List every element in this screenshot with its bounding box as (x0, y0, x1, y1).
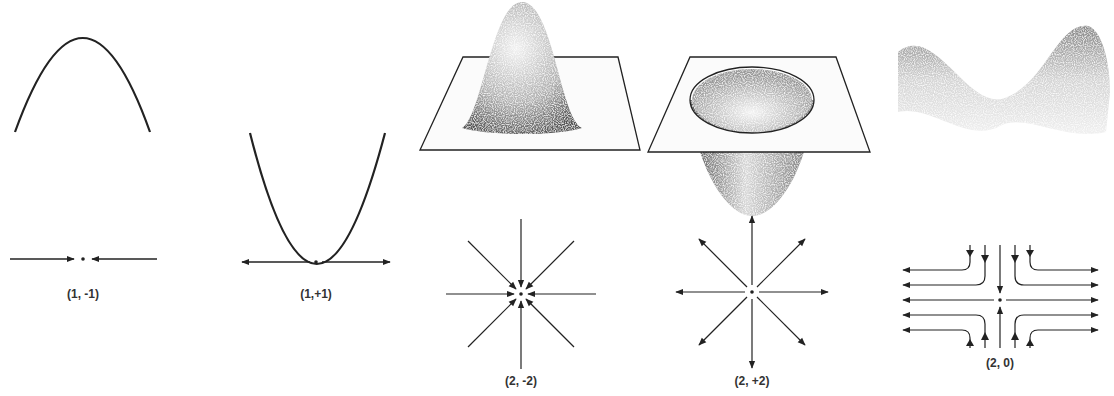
index-label: (1,+1) (298, 287, 334, 301)
saddle-flow-heads (966, 250, 1034, 346)
plane (648, 57, 870, 152)
critical-point (519, 292, 523, 296)
saddle-flow (903, 245, 1098, 348)
hump-surface (462, 2, 582, 134)
flow-arrow (92, 258, 157, 259)
bowl-inner (692, 69, 812, 131)
diverging-arrows (676, 216, 828, 368)
critical-point (998, 298, 1002, 302)
critical-point (750, 290, 754, 294)
saddle-surface (898, 26, 1110, 134)
flow-arrow (322, 261, 390, 262)
max-curve (15, 38, 150, 132)
index-label: (1, -1) (65, 287, 101, 301)
flow-arrow (242, 261, 310, 262)
index-label: (2, 0) (984, 356, 1016, 370)
index-label: (2, -2) (503, 374, 539, 388)
min-curve (250, 133, 385, 264)
index-label: (2, +2) (732, 374, 771, 388)
flow-arrow (10, 258, 74, 259)
critical-point (81, 257, 85, 261)
critical-point (314, 260, 318, 264)
converging-arrows (446, 219, 596, 369)
